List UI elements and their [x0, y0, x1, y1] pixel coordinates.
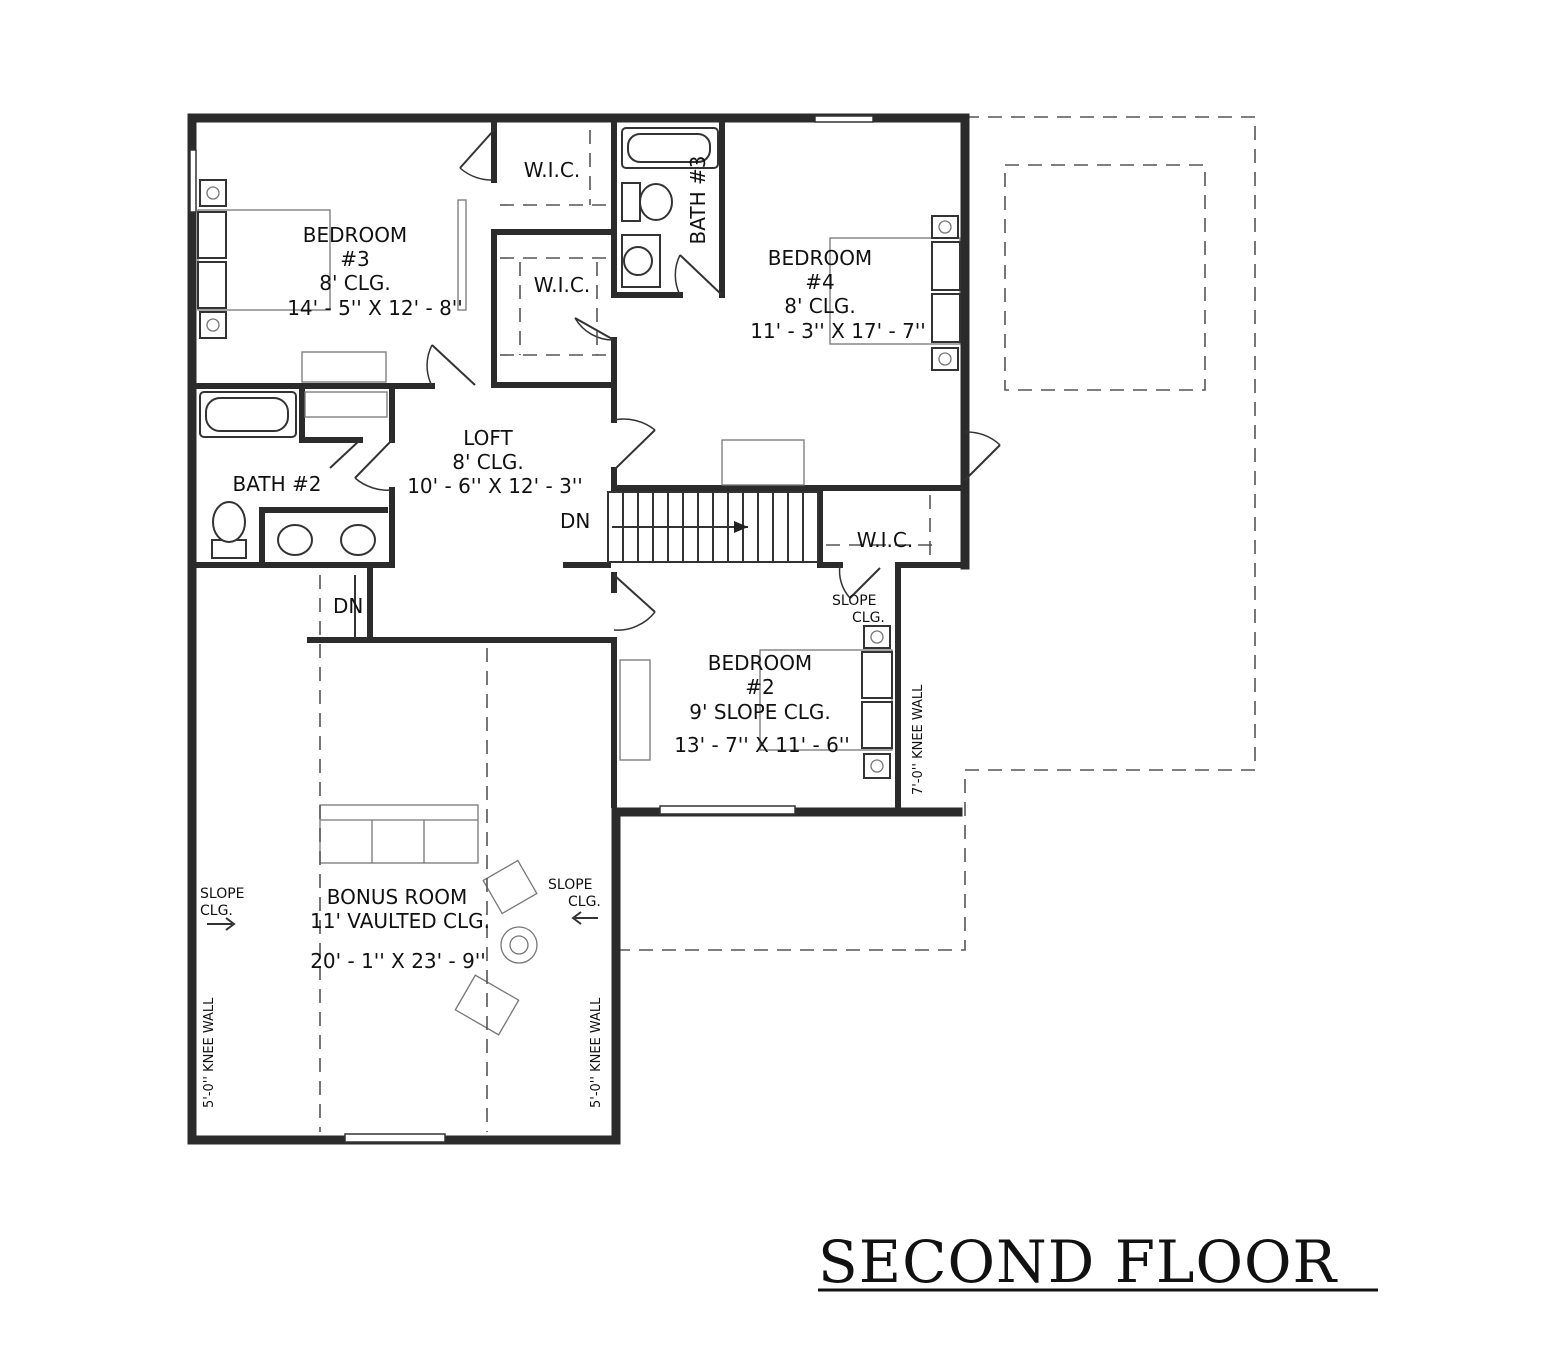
loft-name: LOFT — [463, 426, 513, 450]
bath3-label: BATH #3 — [686, 156, 710, 245]
bedroom4-name: BEDROOM — [768, 246, 872, 270]
bath2-fixtures — [199, 391, 376, 559]
bonus-ceiling: 11' VAULTED CLG. — [310, 909, 490, 933]
bedroom2-size: 13' - 7'' X 11' - 6'' — [674, 733, 850, 757]
slope-note-left-2: CLG. — [200, 903, 233, 919]
knee-wall-left: 5'-0'' KNEE WALL — [202, 997, 217, 1108]
bedroom2-name: BEDROOM — [708, 651, 812, 675]
slope-note-bed2-1: SLOPE — [832, 593, 877, 609]
wic-label-3: W.I.C. — [857, 528, 913, 552]
slope-note-left-1: SLOPE — [200, 886, 245, 902]
slope-notes: SLOPE CLG. SLOPE CLG. SLOPE CLG. — [200, 593, 885, 919]
bedroom3-ceiling: 8' CLG. — [319, 271, 391, 295]
closet-shelves — [500, 130, 940, 560]
loft-size: 10' - 6'' X 12' - 3'' — [407, 474, 583, 498]
doors — [329, 129, 1001, 631]
bedroom2-ceiling: 9' SLOPE CLG. — [689, 700, 830, 724]
bedroom3-number: #3 — [340, 247, 369, 271]
room-bedroom2: BEDROOM #2 9' SLOPE CLG. 13' - 7'' X 11'… — [674, 651, 850, 757]
loft-ceiling: 8' CLG. — [452, 450, 524, 474]
vault-lines — [207, 575, 598, 1132]
knee-wall-bedroom2: 7'-0'' KNEE WALL — [911, 684, 926, 795]
stair-down-label-bonus: DN — [333, 594, 363, 618]
bath3-fixtures — [621, 127, 719, 288]
interior-walls — [189, 121, 968, 808]
lower-floor-outline — [620, 116, 1256, 951]
bath2-label: BATH #2 — [233, 472, 322, 496]
wic-label-1: W.I.C. — [524, 158, 580, 182]
bedroom2-number: #2 — [745, 675, 774, 699]
room-bedroom4: BEDROOM #4 8' CLG. 11' - 3'' X 17' - 7'' — [750, 246, 926, 343]
staircase — [607, 491, 819, 563]
slope-note-right-2: CLG. — [568, 894, 601, 910]
windows — [189, 115, 874, 1143]
room-bonus: BONUS ROOM 11' VAULTED CLG. 20' - 1'' X … — [310, 885, 490, 973]
room-bedroom3: BEDROOM #3 8' CLG. 14' - 5'' X 12' - 8'' — [287, 223, 463, 320]
exterior-walls — [187, 113, 970, 1145]
bedroom4-number: #4 — [805, 270, 834, 294]
furniture-sketch — [197, 179, 961, 1036]
stair-down-label-loft: DN — [560, 509, 590, 533]
knee-wall-right: 5'-0'' KNEE WALL — [589, 997, 604, 1108]
floor-title: SECOND FLOOR — [818, 1228, 1339, 1296]
room-loft: LOFT 8' CLG. 10' - 6'' X 12' - 3'' — [407, 426, 583, 498]
slope-note-right-1: SLOPE — [548, 877, 593, 893]
wic-label-2: W.I.C. — [534, 273, 590, 297]
bonus-size: 20' - 1'' X 23' - 9'' — [310, 949, 486, 973]
bonus-name: BONUS ROOM — [327, 885, 467, 909]
bedroom3-size: 14' - 5'' X 12' - 8'' — [287, 296, 463, 320]
slope-note-bed2-2: CLG. — [852, 610, 885, 626]
bedroom4-size: 11' - 3'' X 17' - 7'' — [750, 319, 926, 343]
bedroom3-name: BEDROOM — [303, 223, 407, 247]
bedroom4-ceiling: 8' CLG. — [784, 294, 856, 318]
